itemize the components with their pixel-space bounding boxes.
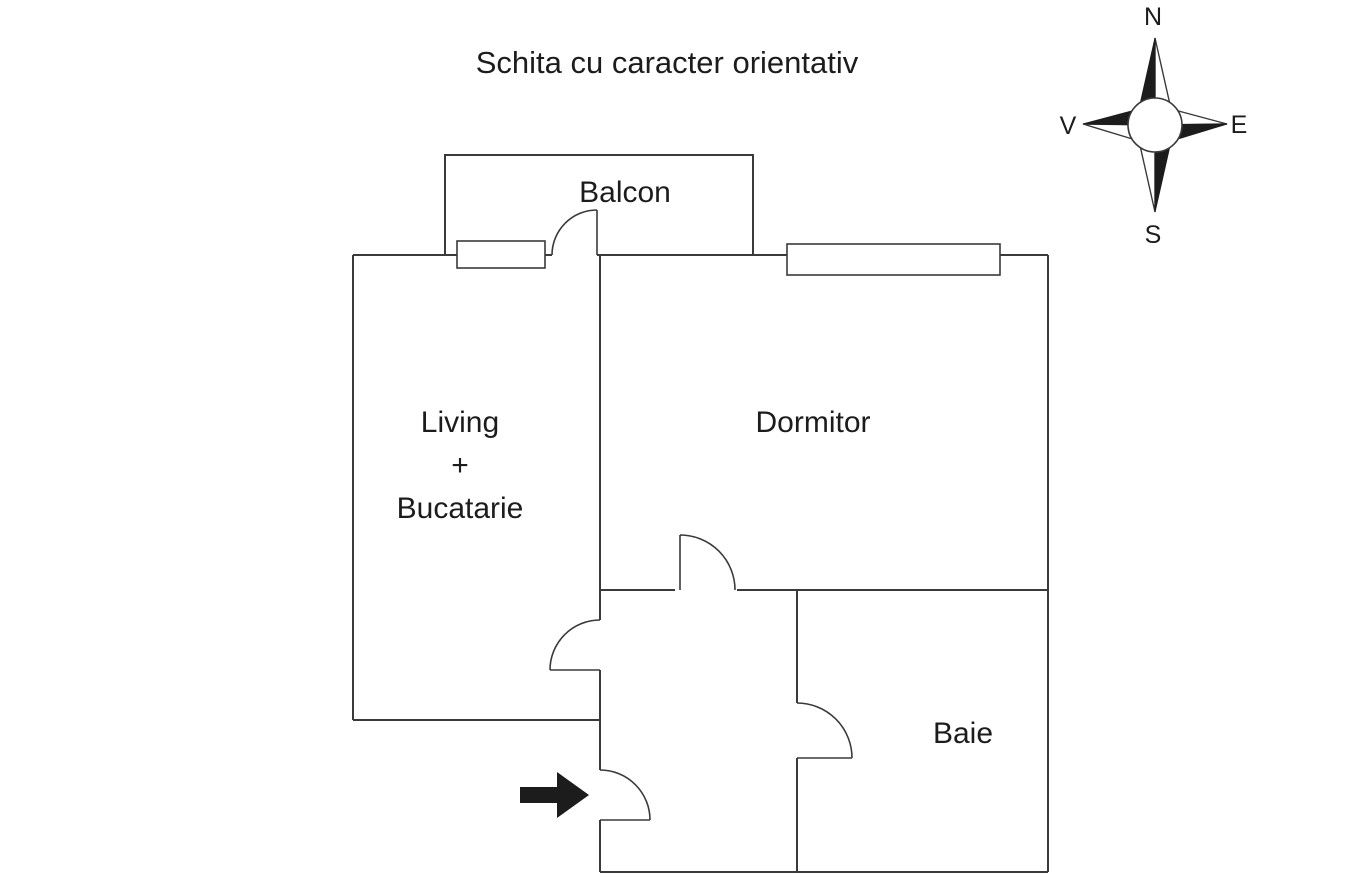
doors [549, 209, 853, 821]
baie-door-arc [796, 702, 853, 759]
compass-label-west: V [1060, 112, 1077, 140]
entrance-door-arc [599, 769, 651, 821]
room-label-living-line2: + [451, 449, 469, 482]
apartment-walls [352, 254, 1049, 873]
compass-hub [1127, 97, 1183, 153]
balcony-outline [444, 154, 754, 255]
balcony-door-arc [551, 209, 598, 256]
room-label-living-line1: Living [421, 406, 499, 439]
room-label-living-line3: Bucatarie [397, 492, 524, 525]
page-title: Schita cu caracter orientativ [476, 45, 859, 80]
dormitor-door-arc [679, 534, 736, 591]
compass-rose-icon: N E S V [1060, 3, 1248, 249]
living-door-arc [549, 619, 601, 671]
compass-label-south: S [1145, 221, 1162, 249]
compass-label-north: N [1144, 3, 1162, 31]
entrance-arrow-icon [520, 772, 589, 818]
room-label-baie: Baie [933, 717, 993, 750]
compass-label-east: E [1231, 111, 1248, 139]
room-label-balcon: Balcon [579, 176, 671, 209]
window-dormitor [786, 243, 1001, 276]
windows [456, 240, 1001, 276]
window-living [456, 240, 546, 269]
room-label-dormitor: Dormitor [755, 406, 870, 439]
